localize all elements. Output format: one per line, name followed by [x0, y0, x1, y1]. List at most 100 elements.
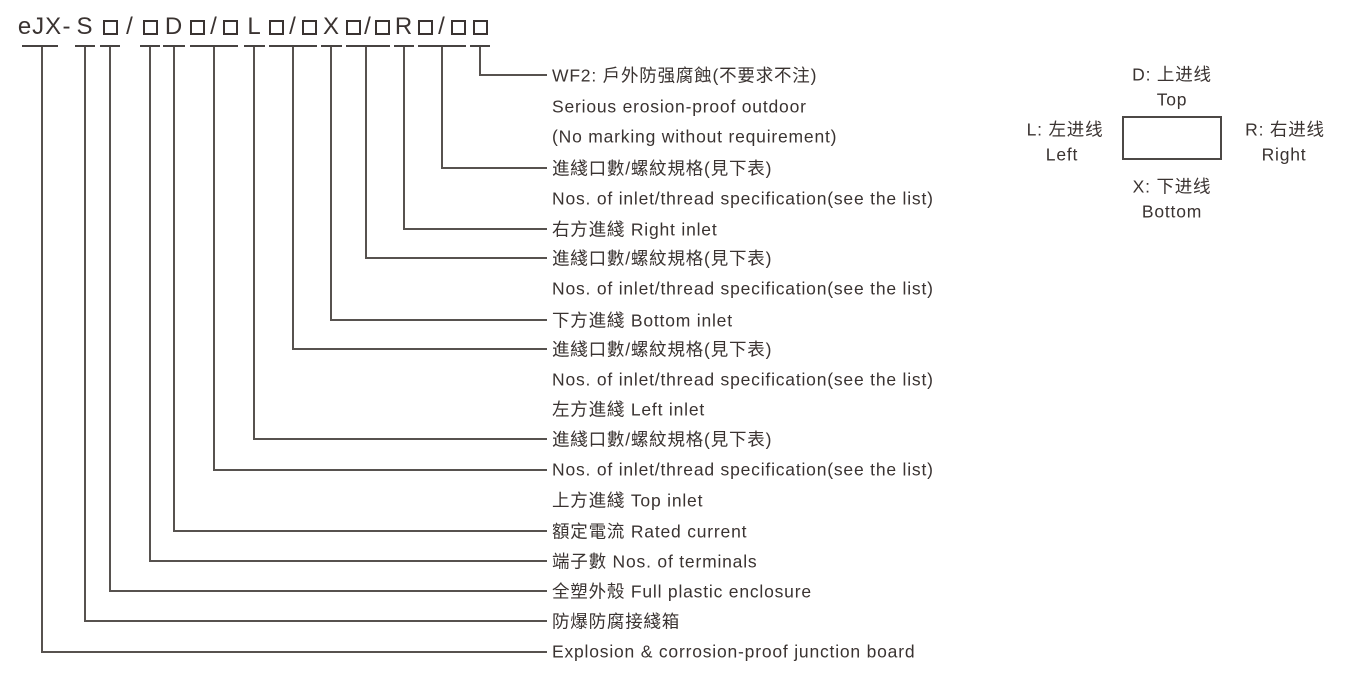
code-segment: -: [62, 12, 72, 42]
callout-line-horizontal: [84, 620, 547, 622]
callout-label: Nos. of inlet/thread specification(see t…: [552, 369, 934, 390]
callout-line-vertical: [365, 47, 367, 258]
callout-label: 右方進綫 Right inlet: [552, 219, 718, 240]
callout-line-horizontal: [149, 560, 547, 562]
code-slash: /: [210, 13, 218, 40]
code-underline: [100, 45, 120, 47]
callout-line-vertical: [441, 47, 443, 168]
code-text: /: [126, 13, 134, 40]
legend-right-label: R: 右进线: [1245, 119, 1325, 140]
placeholder-box: [374, 19, 390, 35]
code-text: eJX: [17, 13, 63, 40]
callout-line-horizontal: [173, 530, 547, 532]
callout-label: 防爆防腐接綫箱: [552, 611, 681, 632]
placeholder-box: [190, 19, 205, 35]
code-slash: /: [438, 13, 446, 40]
code-underline: [346, 45, 390, 47]
code-text: L: [247, 13, 262, 40]
callout-label: 左方進綫 Left inlet: [552, 399, 706, 420]
legend-top-label: D: 上进线: [1132, 64, 1212, 85]
callout-line-vertical: [109, 47, 111, 591]
callout-line-horizontal: [213, 469, 547, 471]
callout-line-vertical: [41, 47, 43, 652]
callout-label: Serious erosion-proof outdoor: [552, 96, 807, 117]
callout-line-horizontal: [109, 590, 547, 592]
callout-label: 額定電流 Rated current: [552, 521, 748, 542]
legend-enclosure-rect: [1122, 116, 1222, 160]
code-segment: eJX: [18, 12, 61, 42]
callout-label: Nos. of inlet/thread specification(see t…: [552, 459, 934, 480]
code-underline: [269, 45, 317, 47]
callout-label: Nos. of inlet/thread specification(see t…: [552, 188, 934, 209]
callout-line-vertical: [330, 47, 332, 320]
placeholder-box: [450, 19, 466, 35]
legend-bottom-label: X: 下进线: [1132, 176, 1212, 197]
placeholder-box: [472, 19, 488, 35]
callout-line-horizontal: [479, 74, 547, 76]
code-underline: [75, 45, 95, 47]
legend-top-en: Top: [1156, 89, 1188, 110]
code-underline: [244, 45, 265, 47]
placeholder-box: [142, 19, 158, 35]
callout-label: 下方進綫 Bottom inlet: [552, 310, 733, 331]
code-segment: /: [190, 12, 238, 42]
placeholder-box: [418, 19, 433, 35]
code-underline: [418, 45, 466, 47]
code-text: -: [62, 13, 72, 40]
code-segment: [140, 12, 160, 42]
code-segment: S: [75, 12, 95, 42]
callout-label: 上方進綫 Top inlet: [552, 490, 704, 511]
callout-label: 進綫口數/螺紋規格(見下表): [552, 158, 773, 179]
code-segment: X: [321, 12, 342, 42]
placeholder-box: [346, 19, 361, 35]
placeholder-box: [102, 19, 118, 35]
code-segment: L: [244, 12, 265, 42]
callout-line-horizontal: [253, 438, 547, 440]
callout-line-vertical: [292, 47, 294, 349]
callout-line-horizontal: [441, 167, 547, 169]
code-underline: [140, 45, 160, 47]
code-slash: /: [289, 13, 297, 40]
code-segment: /: [269, 12, 317, 42]
code-segment: D: [163, 12, 185, 42]
callout-line-horizontal: [292, 348, 547, 350]
callout-line-horizontal: [41, 651, 547, 653]
callout-label: Nos. of inlet/thread specification(see t…: [552, 278, 934, 299]
code-segment: /: [346, 12, 390, 42]
code-underline: [22, 45, 58, 47]
code-underline: [321, 45, 342, 47]
code-text: X: [322, 13, 340, 40]
code-underline: [190, 45, 238, 47]
code-text: S: [76, 13, 94, 40]
callout-label: WF2: 戶外防强腐蝕(不要求不注): [552, 65, 818, 86]
code-segment: /: [418, 12, 466, 42]
code-underline: [163, 45, 185, 47]
code-underline: [394, 45, 414, 47]
code-segment: /: [124, 12, 136, 42]
callout-label: 進綫口數/螺紋規格(見下表): [552, 248, 773, 269]
callout-line-vertical: [403, 47, 405, 229]
callout-line-vertical: [253, 47, 255, 439]
code-text: D: [164, 13, 184, 40]
legend-bottom-en: Bottom: [1141, 201, 1203, 222]
placeholder-box: [222, 19, 238, 35]
legend-left-label: L: 左进线: [1026, 119, 1104, 140]
callout-line-vertical: [173, 47, 175, 531]
callout-label: (No marking without requirement): [552, 126, 838, 147]
code-segment: R: [394, 12, 414, 42]
callout-line-vertical: [84, 47, 86, 621]
callout-label: 進綫口數/螺紋規格(見下表): [552, 429, 773, 450]
callout-line-vertical: [479, 47, 481, 75]
callout-label: 全塑外殼 Full plastic enclosure: [552, 581, 812, 602]
callout-label: 進綫口數/螺紋規格(見下表): [552, 339, 773, 360]
callout-label: Explosion & corrosion-proof junction boa…: [552, 641, 916, 662]
callout-label: 端子數 Nos. of terminals: [552, 551, 758, 572]
code-text: R: [394, 13, 414, 40]
legend-right-en: Right: [1261, 144, 1307, 165]
code-underline: [470, 45, 490, 47]
callout-line-horizontal: [365, 257, 547, 259]
code-segment: [100, 12, 120, 42]
callout-line-horizontal: [403, 228, 547, 230]
placeholder-box: [301, 19, 317, 35]
